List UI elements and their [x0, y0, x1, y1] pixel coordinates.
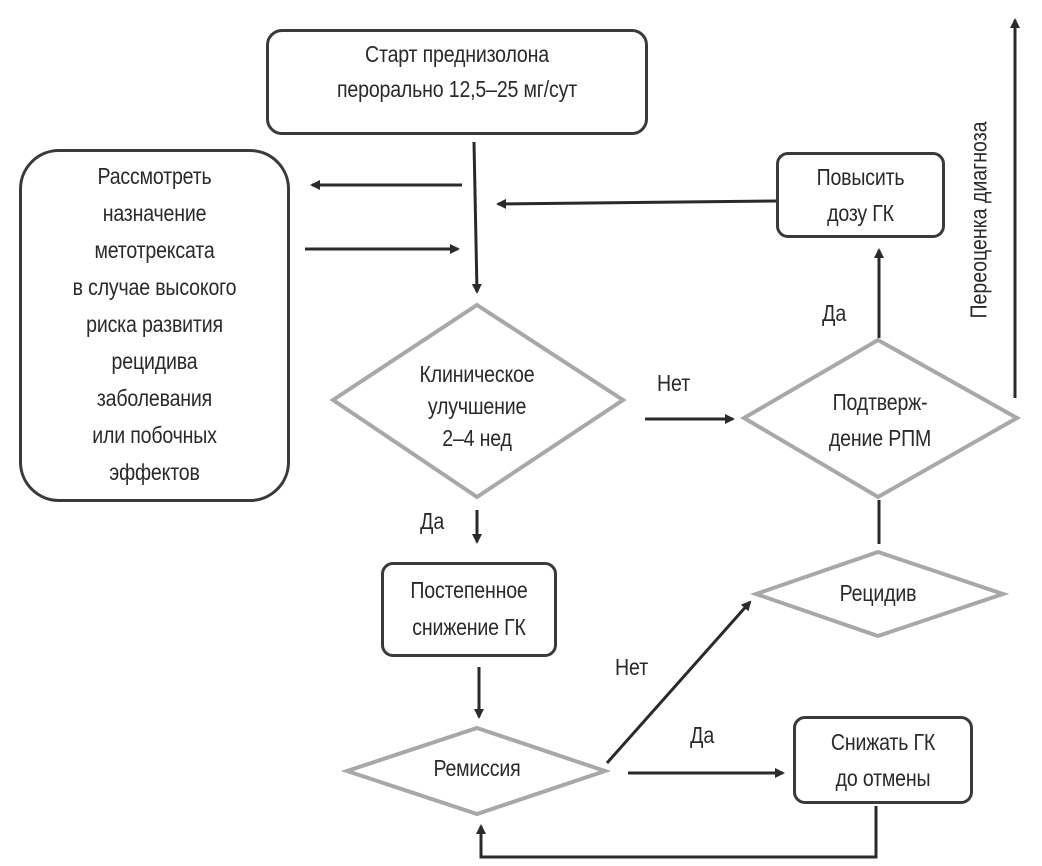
methotrexate-box	[19, 149, 290, 502]
methotrexate-text: Рассмотреть назначение метотрексата в сл…	[72, 163, 237, 485]
decision-relapse	[749, 549, 1010, 639]
relapse-text: Рецидив	[839, 580, 917, 606]
arrow-increase-to-main	[496, 198, 777, 209]
decision-confirm-pmr	[740, 337, 1022, 500]
arrow-taper-back-to-remission	[476, 806, 878, 859]
reassess-diagnosis-label: Переоценка диагноза	[965, 121, 992, 319]
remission-text: Ремиссия	[433, 755, 521, 781]
arrow-remission-no	[605, 600, 752, 764]
start-box	[266, 29, 648, 135]
gradual-reduction-text: Постепенное снижение ГК	[410, 577, 528, 640]
increase-dose-text: Повысить дозу ГК	[816, 164, 905, 226]
taper-off-text: Снижать ГК до отмены	[830, 729, 936, 791]
label-remission-yes: Да	[690, 722, 715, 748]
label-confirm-yes: Да	[822, 300, 847, 326]
arrow-start-to-improvement	[471, 141, 482, 294]
clinical-improvement-text: Клиническое улучшение 2–4 нед	[419, 361, 535, 451]
taper-off-box	[793, 716, 973, 804]
decision-remission	[340, 725, 612, 817]
increase-dose-box	[776, 152, 945, 238]
label-improvement-no: Нет	[656, 370, 691, 396]
label-improvement-yes: Да	[420, 508, 445, 534]
gradual-reduction-box	[381, 562, 557, 657]
start-text: Старт преднизолона перорально 12,5–25 мг…	[336, 41, 577, 102]
label-remission-no: Нет	[614, 654, 649, 680]
decision-clinical-improvement	[329, 302, 627, 500]
confirm-pmr-text: Подтверж- дение РПМ	[828, 389, 932, 451]
